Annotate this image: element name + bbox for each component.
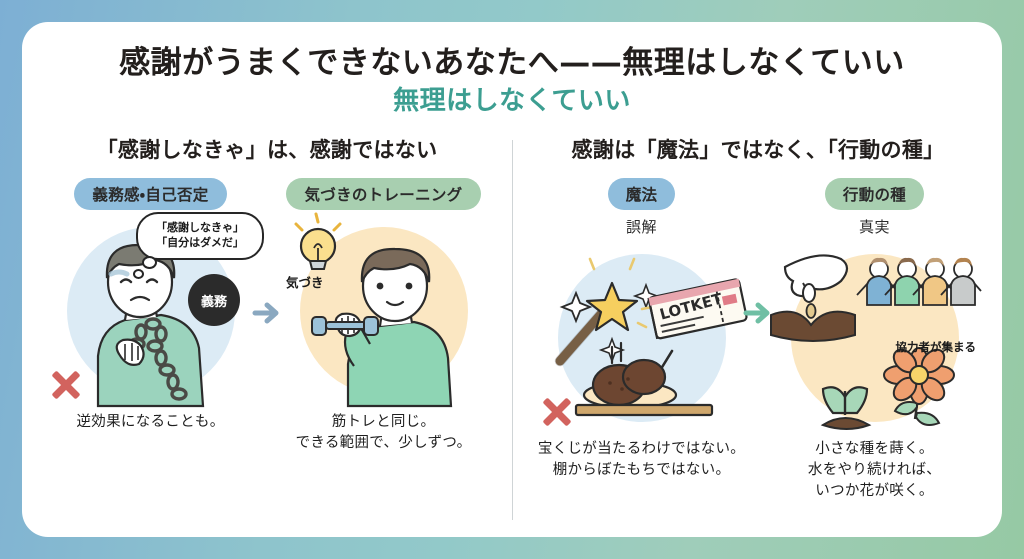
illustration-seed: 協力者が集まる: [767, 243, 982, 433]
illustration-obligation: 「感謝しなきゃ」 「自分はダメだ」 義務: [43, 212, 264, 408]
helpers-label: 協力者が集まる: [895, 340, 977, 354]
x-mark-icon: [540, 395, 574, 429]
column-magic: 魔法 誤解: [534, 178, 749, 502]
badge-seed: 行動の種: [824, 178, 925, 210]
sublabel-truth: 真実: [858, 218, 890, 236]
illustration-training: 気づき: [276, 212, 491, 408]
column-training: 気づきのトレーニング: [276, 178, 491, 454]
caption-training: 筋トレと同じ。 できる範囲で、少しずつ。: [295, 414, 472, 452]
illustration-magic: LOTKET: [534, 243, 749, 433]
caption-seed: 小さな種を蒔く。 水をやり続ければ、 いつか花が咲く。: [807, 441, 942, 500]
page-title: 感謝がうまくできないあなたへ——無理はしなくていい: [119, 45, 905, 81]
arrow-blue-icon: [250, 296, 284, 330]
caption-magic: 宝くじが当たるわけではない。 棚からぼたもちではない。: [537, 441, 746, 479]
page-subtitle: 無理はしなくていい: [393, 85, 631, 116]
badge-magic: 魔法: [607, 178, 676, 210]
column-obligation: 義務感・自己否定: [43, 178, 264, 454]
thought-bubble: 「感謝しなきゃ」 「自分はダメだ」: [133, 212, 264, 279]
section-left-heading: 「感謝しなきゃ」は、感謝ではない: [96, 138, 438, 162]
section-divider: [512, 140, 513, 520]
arrow-green-icon: [741, 296, 775, 330]
section-right-heading: 感謝は「魔法」ではなく、「行動の種」: [571, 138, 945, 162]
sublabel-misconception: 誤解: [625, 218, 657, 236]
section-right-columns: 魔法 誤解: [513, 178, 1002, 502]
bubble-tail-small: [133, 268, 144, 279]
section-right: 感謝は「魔法」ではなく、「行動の種」 魔法 誤解: [513, 134, 1002, 534]
obligation-ball: 義務: [188, 274, 240, 326]
section-left-columns: 義務感・自己否定: [22, 178, 512, 454]
caption-obligation: 逆効果になることも。: [76, 414, 225, 430]
bulb-label: 気づき: [286, 275, 324, 290]
section-left: 「感謝しなきゃ」は、感謝ではない 義務感・自己否定: [22, 134, 512, 534]
infographic-card: 感謝がうまくできないあなたへ——無理はしなくていい 無理はしなくていい 「感謝し…: [22, 22, 1002, 537]
bubble-tail-large: [142, 255, 157, 269]
badge-obligation: 義務感・自己否定: [74, 178, 227, 210]
column-seed: 行動の種 真実: [767, 178, 982, 502]
badge-training: 気づきのトレーニング: [286, 178, 481, 210]
title-block: 感謝がうまくできないあなたへ——無理はしなくていい 無理はしなくていい: [22, 44, 1002, 119]
x-mark-icon: [49, 368, 83, 402]
